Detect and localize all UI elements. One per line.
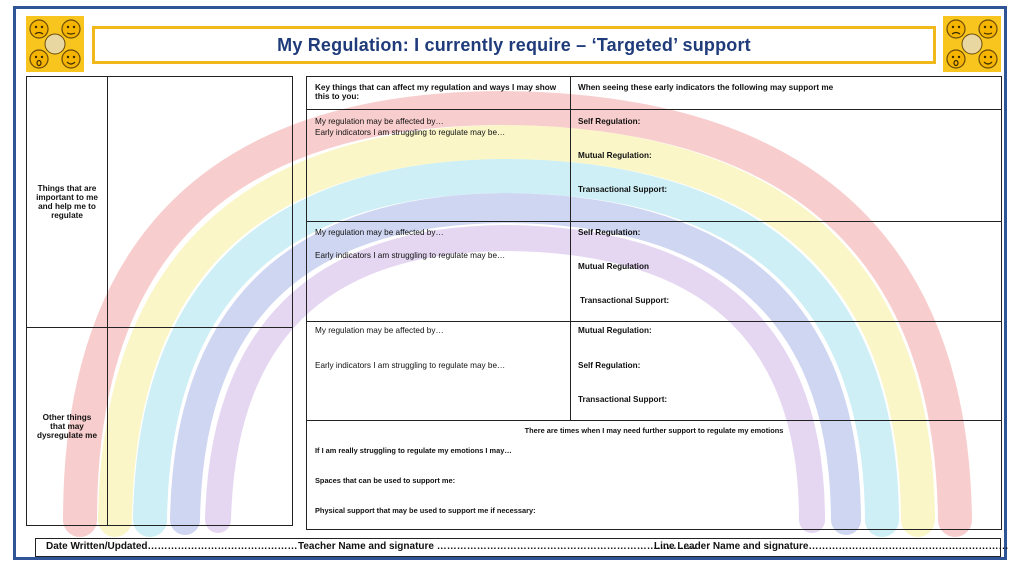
row3-affected-label: My regulation may be affected by… bbox=[315, 326, 444, 335]
row1-affect-cell[interactable]: My regulation may be affected by… Early … bbox=[306, 109, 571, 222]
row3-support-2: Self Regulation: bbox=[578, 361, 641, 370]
row2-support-cell[interactable]: Self Regulation: Mutual Regulation Trans… bbox=[570, 221, 1002, 322]
date-written-field: Date Written/Updated……………………………………… bbox=[46, 541, 298, 552]
col2-header-cell: When seeing these early indicators the f… bbox=[570, 76, 1002, 110]
page-title: My Regulation: I currently require – ‘Ta… bbox=[277, 34, 751, 55]
col1-header-cell: Key things that can affect my regulation… bbox=[306, 76, 571, 110]
line-leader-signature-field: Line Leader Name and signature…………………………… bbox=[654, 541, 1009, 552]
row3-indicators-label: Early indicators I am struggling to regu… bbox=[315, 361, 506, 370]
further-support-item-1: If I am really struggling to regulate my… bbox=[315, 446, 512, 455]
row3-support-3: Transactional Support: bbox=[578, 395, 668, 404]
row1-affected-label: My regulation may be affected by… bbox=[315, 117, 444, 126]
row2-affected-label: My regulation may be affected by… bbox=[315, 228, 444, 237]
further-support-heading: There are times when I may need further … bbox=[524, 426, 784, 435]
dysregulate-label: Other things that may dysregulate me bbox=[36, 413, 98, 440]
row1-support-cell[interactable]: Self Regulation: Mutual Regulation: Tran… bbox=[570, 109, 1002, 222]
row2-affect-cell[interactable]: My regulation may be affected by… Early … bbox=[306, 221, 571, 322]
important-entry-cell[interactable] bbox=[107, 76, 293, 328]
dysregulate-entry-cell[interactable] bbox=[107, 327, 293, 526]
row2-support-2: Mutual Regulation bbox=[578, 262, 649, 271]
row3-support-1: Mutual Regulation: bbox=[578, 326, 652, 335]
row2-indicators-label: Early indicators I am struggling to regu… bbox=[315, 251, 506, 260]
dysregulate-label-cell: Other things that may dysregulate me bbox=[26, 327, 108, 526]
further-support-item-2: Spaces that can be used to support me: bbox=[315, 476, 456, 485]
teacher-signature-field: Teacher Name and signature …………………………………… bbox=[298, 541, 697, 552]
row3-support-cell[interactable]: Mutual Regulation: Self Regulation: Tran… bbox=[570, 321, 1002, 421]
col1-header: Key things that can affect my regulation… bbox=[315, 83, 557, 101]
row1-support-3: Transactional Support: bbox=[578, 185, 668, 194]
important-label-cell: Things that are important to me and help… bbox=[26, 76, 108, 328]
emotions-faces-icon bbox=[943, 16, 1001, 72]
row1-support-2: Mutual Regulation: bbox=[578, 151, 652, 160]
row3-affect-cell[interactable]: My regulation may be affected by… Early … bbox=[306, 321, 571, 421]
row1-support-1: Self Regulation: bbox=[578, 117, 641, 126]
col2-header: When seeing these early indicators the f… bbox=[578, 83, 834, 92]
row2-support-3: Transactional Support: bbox=[580, 296, 670, 305]
signature-footer[interactable]: Date Written/Updated……………………………………… Teac… bbox=[35, 538, 1009, 557]
further-support-item-3: Physical support that may be used to sup… bbox=[315, 506, 536, 515]
title-box: My Regulation: I currently require – ‘Ta… bbox=[92, 26, 936, 64]
important-label: Things that are important to me and help… bbox=[36, 184, 98, 220]
row1-indicators-label: Early indicators I am struggling to regu… bbox=[315, 128, 506, 137]
row2-support-1: Self Regulation: bbox=[578, 228, 641, 237]
emotions-faces-icon bbox=[26, 16, 84, 72]
further-support-cell[interactable]: There are times when I may need further … bbox=[306, 420, 1002, 530]
